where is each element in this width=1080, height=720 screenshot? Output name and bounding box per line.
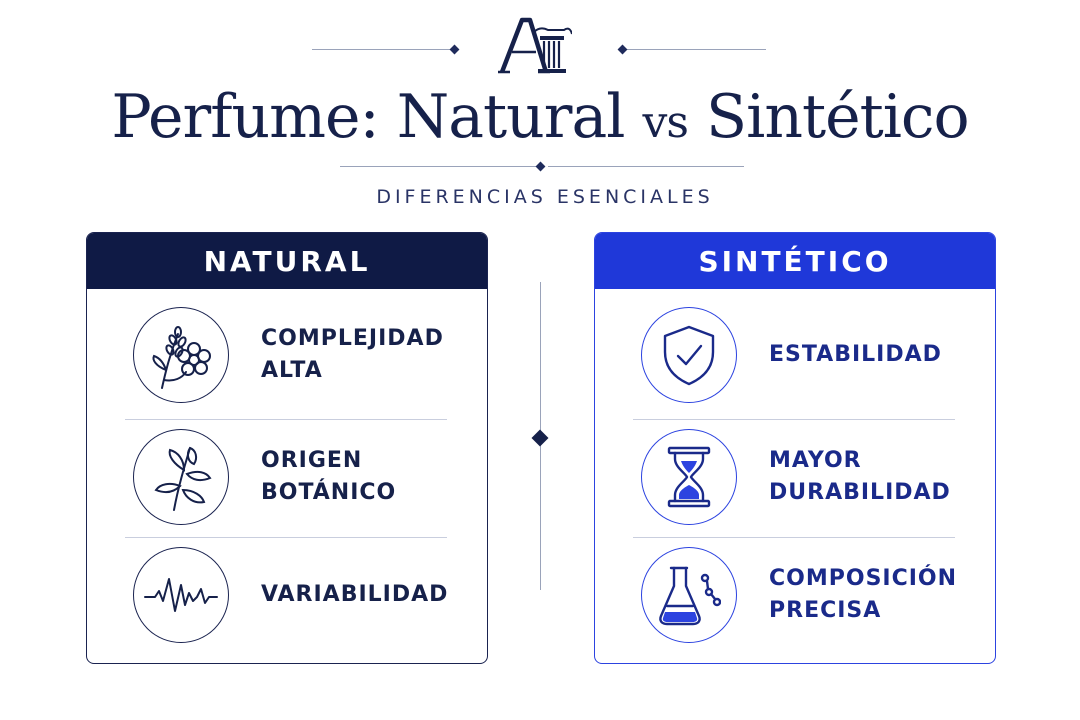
header-diamond-right <box>617 44 628 55</box>
natural-divider <box>125 419 447 420</box>
synthetic-item-label: MAYOR DURABILIDAD <box>769 448 951 505</box>
title-underline-left <box>340 166 536 167</box>
synthetic-item-label: COMPOSICIÓN PRECISA <box>769 566 958 623</box>
waveform-icon <box>144 578 218 612</box>
synthetic-item-precision: COMPOSICIÓN PRECISA <box>633 531 956 649</box>
header-diamond-left <box>449 44 460 55</box>
header-line-left <box>312 49 450 50</box>
synthetic-divider <box>633 419 955 420</box>
subtitle: DIFERENCIAS ESENCIALES <box>376 186 714 208</box>
leaf-icon <box>154 446 212 511</box>
natural-item-variability: VARIABILIDAD <box>125 531 447 649</box>
synthetic-card-title: SINTÉTICO <box>595 233 995 289</box>
natural-divider <box>125 537 447 538</box>
synthetic-divider <box>633 537 955 538</box>
hourglass-icon <box>667 446 711 508</box>
natural-card-title: NATURAL <box>87 233 487 289</box>
logo-icon <box>498 17 572 74</box>
natural-item-complexity: COMPLEJIDAD ALTA <box>125 291 447 409</box>
natural-item-label: ORIGEN BOTÁNICO <box>261 448 397 505</box>
natural-item-origin: ORIGEN BOTÁNICO <box>125 413 447 531</box>
flask-icon <box>659 566 721 626</box>
natural-item-label: VARIABILIDAD <box>261 582 449 607</box>
natural-card: NATURAL COMPLEJIDAD ALTA <box>86 232 488 664</box>
synthetic-item-stability: ESTABILIDAD <box>633 291 955 409</box>
center-diamond <box>531 429 549 447</box>
header-line-right <box>626 49 766 50</box>
shield-check-icon <box>663 325 715 386</box>
synthetic-card: SINTÉTICO ESTABILIDAD MAYOR DURABILIDAD <box>594 232 996 664</box>
title-underline-diamond <box>535 161 546 172</box>
page-title: Perfume: Natural vs Sintético <box>111 82 969 152</box>
title-underline-right <box>548 166 744 167</box>
synthetic-item-label: ESTABILIDAD <box>769 342 942 367</box>
synthetic-item-durability: MAYOR DURABILIDAD <box>633 413 955 531</box>
natural-item-label: COMPLEJIDAD ALTA <box>261 326 444 383</box>
flower-icon <box>152 326 211 389</box>
